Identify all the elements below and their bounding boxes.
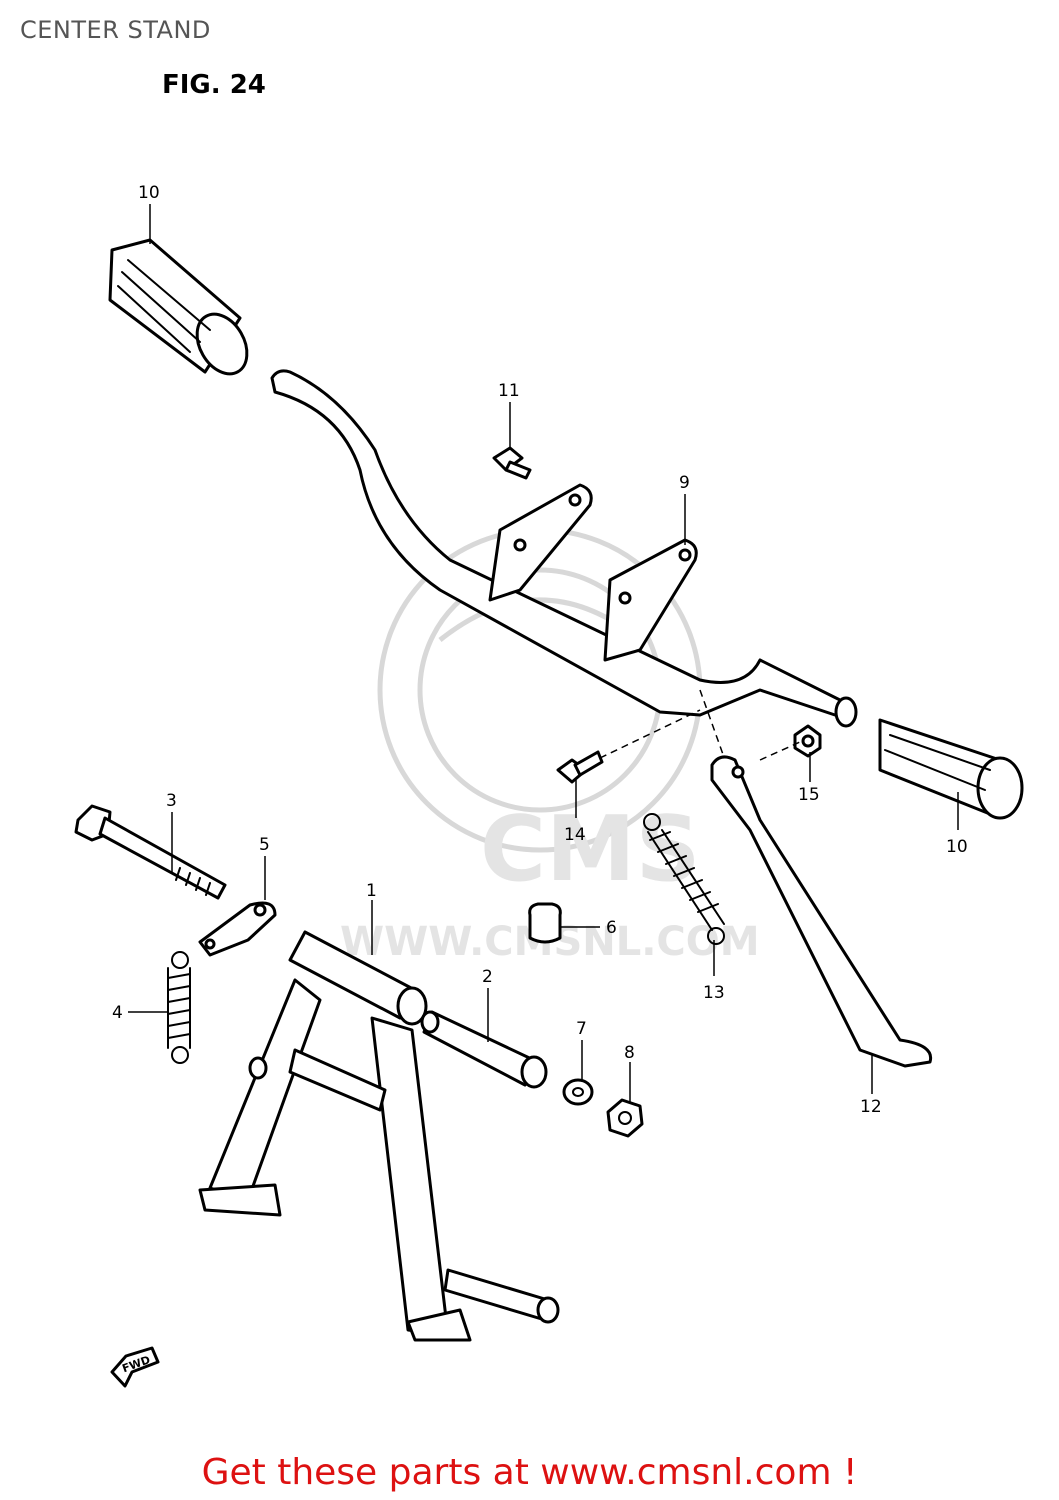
callout-10-right: 10 [946,837,968,857]
callout-5: 5 [259,835,270,855]
part-14-bolt [556,750,604,784]
part-11-bolt [492,446,532,480]
callout-11: 11 [498,381,520,401]
figure-label: FIG. 24 [162,70,266,100]
part-4-spring [167,951,191,1064]
part-footrest-bar [270,369,858,728]
callout-4: 4 [112,1003,123,1023]
callout-14: 14 [564,825,586,845]
part-10-footpeg-rubber-right [878,718,1024,820]
watermark-cms-text: CMS [480,797,700,902]
callout-8: 7 [576,1019,587,1039]
part-15-nut [793,724,822,758]
part-10-footpeg-rubber-left [108,238,249,376]
callout-1: 1 [366,881,377,901]
callout-13: 13 [703,983,725,1003]
part-12-side-stand [710,755,933,1068]
callout-10-left: 10 [138,183,160,203]
part-13-spring [643,813,725,945]
callout-15: 15 [798,785,820,805]
callout-6: 6 [606,918,617,938]
fwd-arrow-icon: FWD [110,1346,160,1388]
page-title: CENTER STAND [20,16,211,44]
part-7-nut [606,1098,644,1138]
part-2-pipe [420,1010,548,1089]
callout-7: 8 [624,1043,635,1063]
part-9-bracket [488,483,698,662]
part-3-bolt [74,804,227,900]
part-6-stopper [528,902,562,944]
part-8-washer [562,1078,594,1106]
part-1-center-stand [198,930,560,1342]
footer-link[interactable]: Get these parts at www.cmsnl.com ! [201,1452,858,1493]
part-5-plate [198,901,277,957]
callout-9: 9 [679,473,690,493]
callout-12: 12 [860,1097,882,1117]
callout-leaders [128,204,959,1102]
callout-3: 3 [166,791,177,811]
watermark-logo: CMS WWW.CMSNL.COM [340,527,760,965]
callout-2: 2 [482,967,493,987]
